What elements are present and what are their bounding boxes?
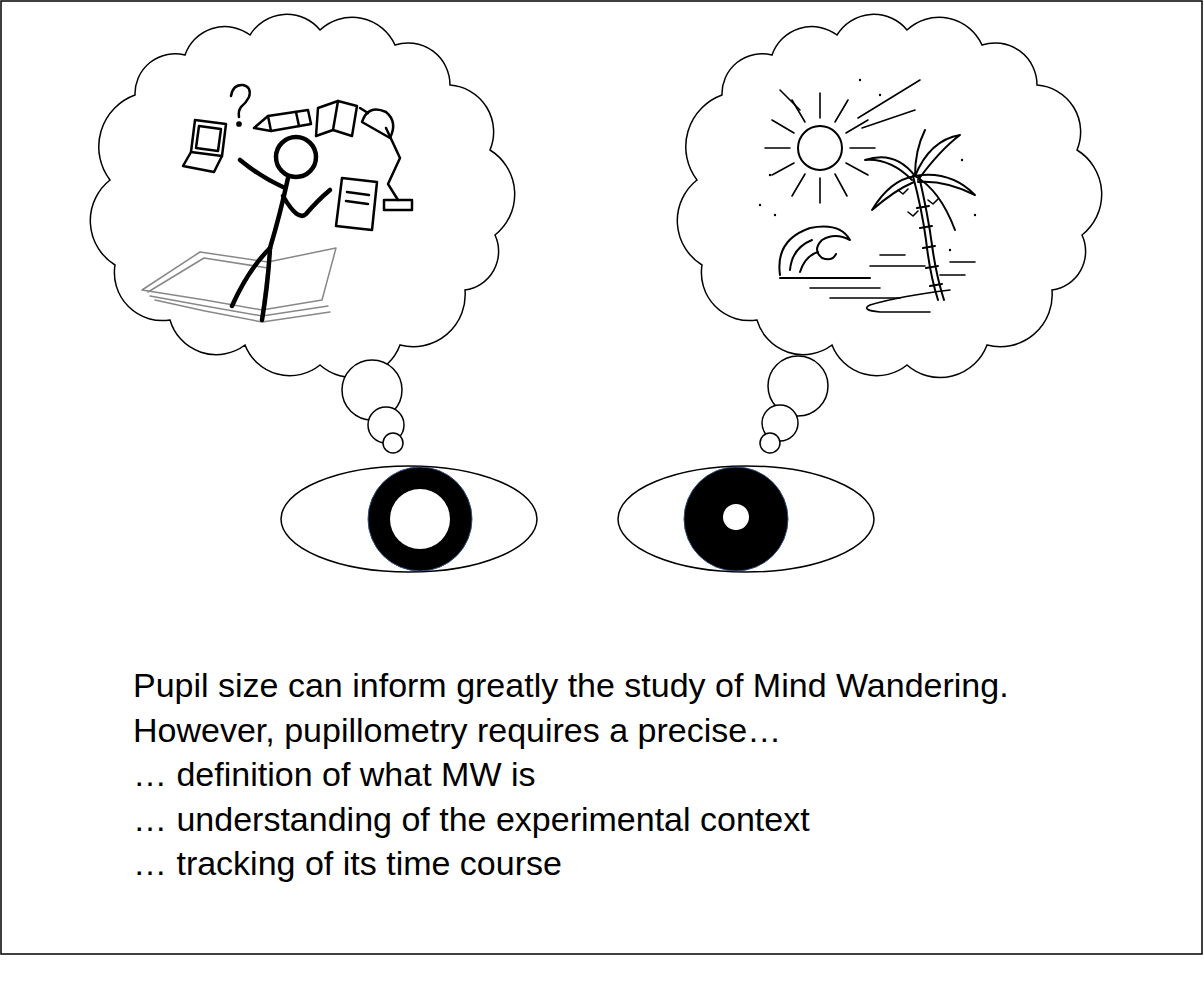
dilated-eye-part [281, 466, 537, 572]
open-book-part [142, 248, 336, 310]
lamp-icon-part [360, 108, 368, 113]
beach-illustration [759, 79, 976, 312]
thought-cloud [90, 14, 514, 453]
paper-icon-part [316, 101, 357, 136]
constricted-eye-part [723, 504, 749, 530]
pencil-icon [254, 110, 311, 131]
shore-lines [810, 255, 975, 312]
open-book [142, 248, 336, 322]
shore-lines-part [810, 255, 975, 298]
sun-icon-part [765, 93, 875, 203]
pencil-icon-part [268, 116, 271, 131]
palm-tree-part [915, 130, 925, 176]
thought-cloud-part [90, 14, 514, 377]
bird-icons [898, 189, 938, 216]
question-mark-part [237, 122, 240, 125]
stick-figure-part [262, 248, 270, 320]
laptop-icon-part [191, 120, 226, 156]
dilated-eye-part [368, 467, 472, 571]
laptop-icon-part [196, 126, 221, 151]
sand-dots-part [774, 214, 776, 216]
dilated-eye [281, 466, 537, 572]
palm-tree-part [919, 176, 944, 300]
stick-figure-part [240, 160, 285, 188]
sand-dots-part [859, 79, 861, 81]
constricted-eye-part [618, 466, 874, 572]
sand-dots-part [974, 214, 976, 216]
lamp-icon-part [384, 200, 412, 210]
thought-cloud [677, 14, 1101, 453]
shore-lines-part [867, 290, 950, 312]
document-icon-part [336, 178, 377, 230]
document-icon [336, 178, 377, 230]
palm-tree-part [913, 176, 938, 300]
study-illustration [142, 85, 412, 322]
lamp-icon-part [386, 128, 400, 200]
palm-tree-part [915, 135, 960, 180]
palm-tree-part [872, 176, 915, 210]
question-mark-part [231, 85, 250, 117]
paper-icon [316, 101, 357, 136]
caption-line: … definition of what MW is [133, 752, 535, 797]
sand-dots [759, 79, 976, 251]
question-mark [231, 85, 250, 126]
sand-dots-part [879, 94, 881, 96]
wave-icon-part [800, 252, 818, 272]
document-icon-part [347, 192, 369, 195]
wave-icon-part [779, 227, 850, 276]
pencil-icon-part [254, 110, 311, 131]
laptop-icon-part [183, 152, 222, 172]
caption-line: Pupil size can inform greatly the study … [133, 663, 1009, 708]
wave-icon-part [790, 240, 812, 270]
sun-icon-part [798, 126, 842, 170]
caption-line: However, pupillometry requires a precise… [133, 708, 781, 753]
frame [1, 1, 1202, 954]
caption-line: … tracking of its time course [133, 841, 562, 886]
thought-cloud-part [383, 433, 403, 453]
paper-icon-part [333, 101, 338, 130]
wave-icon [779, 227, 870, 279]
laptop-icon [183, 120, 226, 172]
constricted-eye [618, 466, 874, 572]
thought-cloud-part [677, 14, 1101, 377]
stick-figure [232, 137, 330, 320]
palm-tree-part [917, 206, 942, 286]
stick-figure-part [283, 190, 330, 216]
sand-dots-part [961, 159, 963, 161]
dilated-eye-part [390, 489, 450, 549]
sand-dots-part [949, 249, 951, 251]
bird-icons-part [898, 189, 938, 216]
wave-icon-part [780, 277, 870, 279]
sand-dots-part [769, 174, 771, 176]
sun-icon [765, 80, 920, 203]
palm-tree-part [865, 157, 915, 180]
sun-icon-part [780, 80, 920, 128]
open-book-part [150, 296, 328, 316]
thought-cloud-part [760, 433, 780, 453]
open-book-part [155, 300, 330, 322]
caption-line: … understanding of the experimental cont… [133, 797, 810, 842]
document-icon-part [346, 201, 368, 204]
pencil-icon-part [296, 112, 299, 126]
palm-tree-part [915, 175, 975, 195]
sand-dots-part [759, 204, 761, 206]
constricted-eye-part [684, 467, 788, 571]
stick-figure-part [276, 137, 316, 177]
